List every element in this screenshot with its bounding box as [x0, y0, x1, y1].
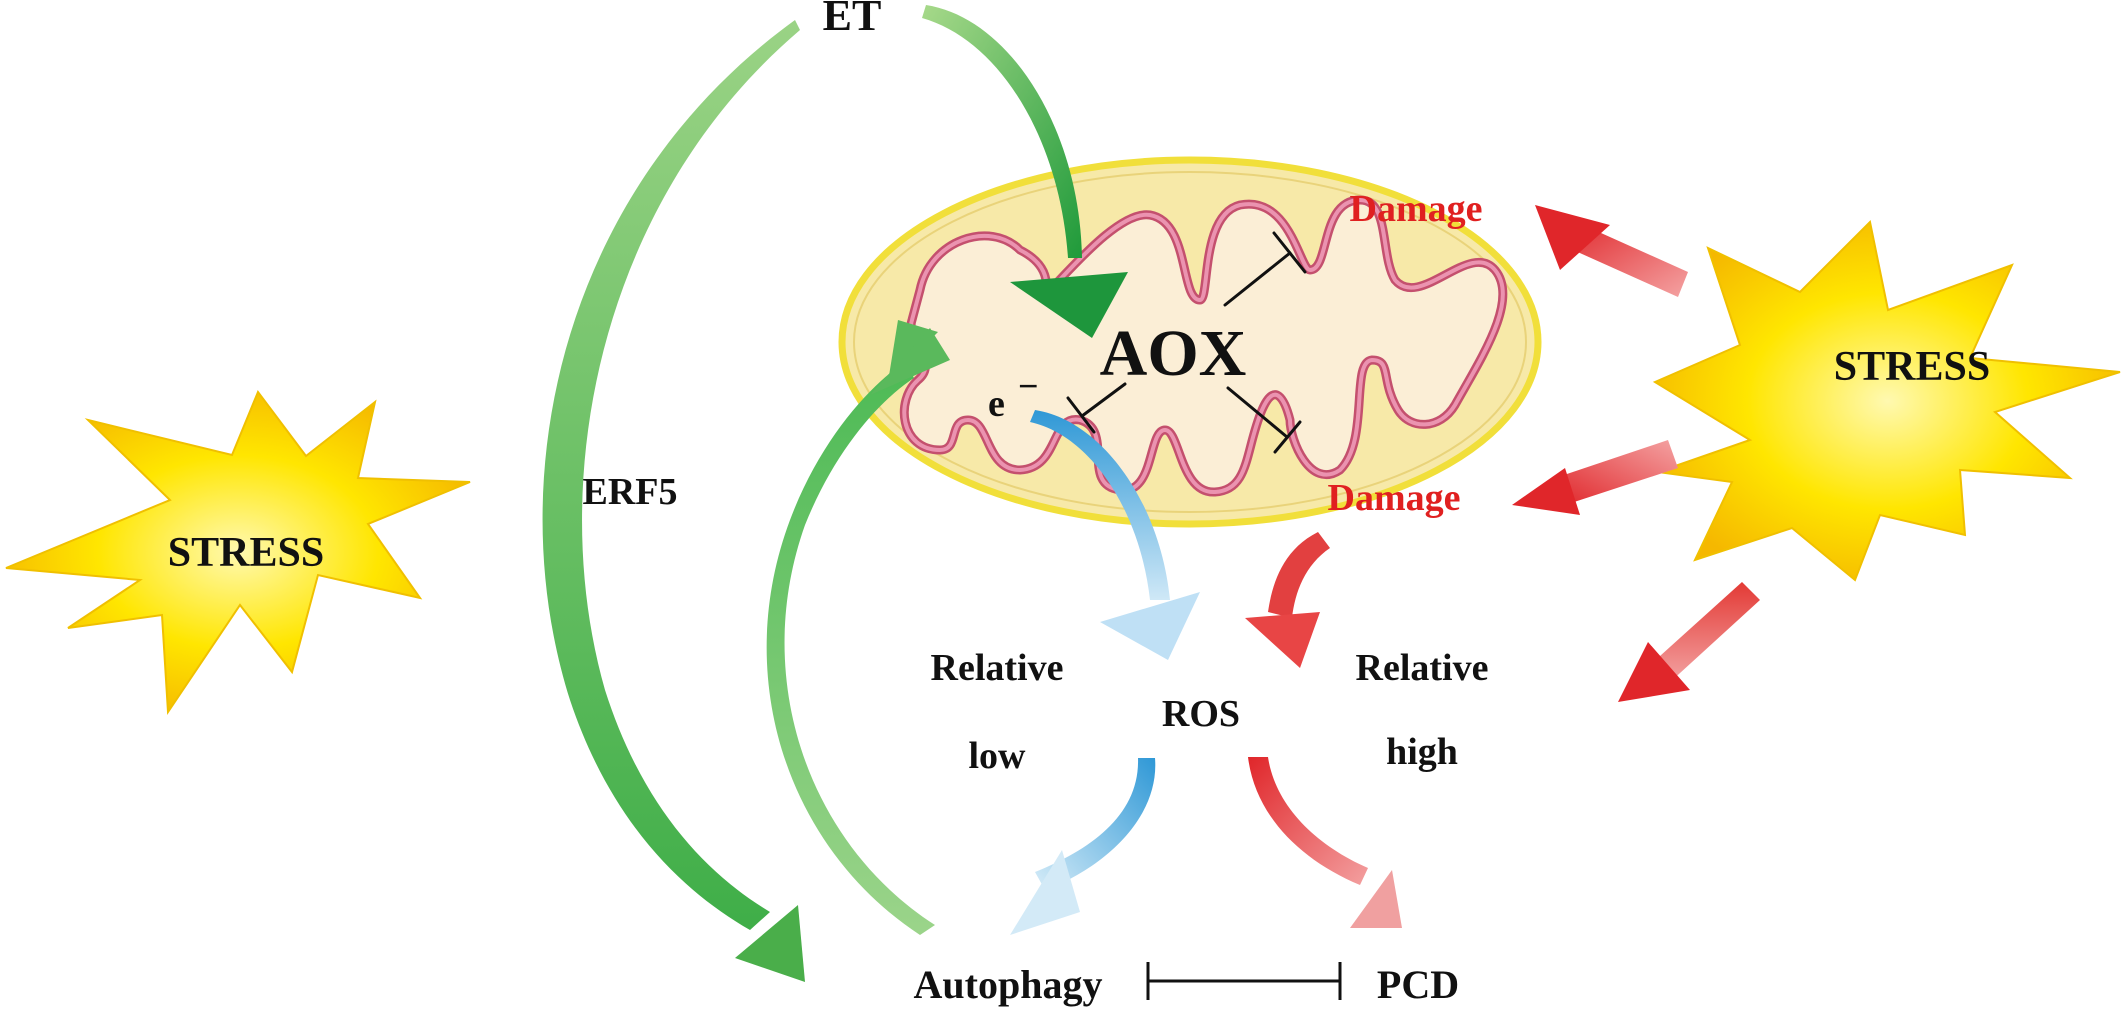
relative-low-label-line1: Relative	[931, 647, 1064, 689]
arrow-et-to-aox	[922, 5, 1128, 338]
ros-label: ROS	[1162, 693, 1240, 735]
electron-charge: −	[1018, 366, 1039, 406]
arrow-stress-to-damage-top	[1535, 205, 1688, 297]
arrow-erf5-to-autophagy	[542, 20, 805, 982]
relative-high-label-line1: Relative	[1356, 647, 1489, 689]
stress-star-right: STRESS	[1652, 219, 2121, 582]
et-label: ET	[823, 0, 882, 40]
arrow-electron-to-ros	[1030, 410, 1200, 660]
inhibition-bar-icon	[1066, 231, 1307, 454]
autophagy-label: Autophagy	[914, 962, 1103, 1007]
mitochondrion-outer-rim	[853, 171, 1527, 513]
arrow-damage-to-ros	[1245, 532, 1330, 668]
stress-left-label: STRESS	[168, 530, 324, 576]
aox-label: AOX	[1100, 317, 1247, 390]
arrow-stress-to-relative-high	[1618, 582, 1760, 702]
arrow-ros-to-autophagy	[1010, 758, 1156, 935]
relative-high-label-line2: high	[1386, 731, 1458, 773]
erf5-label: ERF5	[583, 471, 678, 513]
stress-right-label: STRESS	[1834, 344, 1990, 390]
stress-star-left: STRESS	[5, 389, 471, 716]
damage-top-label: Damage	[1350, 188, 1483, 230]
stress-star-icon	[5, 389, 471, 716]
relative-low-label-line2: low	[969, 735, 1027, 777]
pcd-label: PCD	[1377, 962, 1459, 1007]
arrow-autophagy-to-aox	[766, 320, 950, 935]
arrow-stress-to-damage-bottom	[1512, 440, 1678, 515]
autophagy-inhibits-pcd	[1146, 962, 1342, 1000]
electron-label: e	[988, 383, 1005, 425]
inner-membrane-highlight	[902, 198, 1505, 495]
arrow-ros-to-pcd	[1248, 757, 1402, 928]
damage-bottom-label: Damage	[1328, 477, 1461, 519]
stress-star-icon	[1652, 219, 2121, 582]
